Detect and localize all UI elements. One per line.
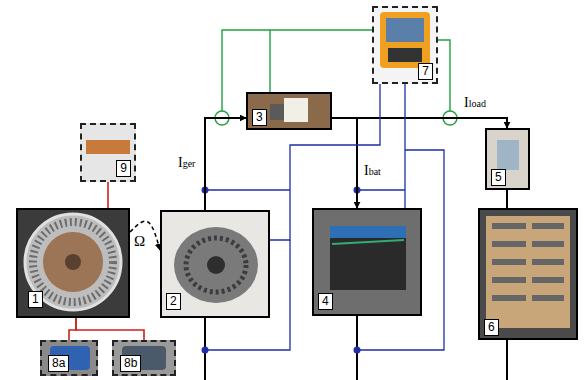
callout-number: 8a xyxy=(48,355,69,372)
turbine-blades xyxy=(33,222,113,302)
photo-panel: 9 xyxy=(80,123,136,182)
photo-panel: 5 xyxy=(485,128,530,190)
battery-cable xyxy=(332,240,404,244)
callout-number: 7 xyxy=(418,63,433,80)
connector xyxy=(332,118,507,128)
photo-panel: 3 xyxy=(246,92,332,130)
resistor-board xyxy=(486,216,570,328)
resistor-bank-photo xyxy=(478,208,578,340)
photo-ground xyxy=(246,92,332,130)
callout-number: 5 xyxy=(491,169,506,186)
connector xyxy=(270,84,380,240)
resistor-bar xyxy=(532,259,564,265)
resistor-bar xyxy=(532,223,564,229)
current-clamps xyxy=(215,30,457,125)
photo-ground xyxy=(80,123,136,182)
resistor-bar xyxy=(532,277,564,283)
probe-dot xyxy=(202,347,209,354)
photo-ground xyxy=(372,6,438,84)
resistor-bar xyxy=(492,223,526,229)
probe-wire xyxy=(357,150,444,350)
current-label: Iger xyxy=(176,156,197,171)
current-label: Ω xyxy=(132,234,147,248)
controller-terminals xyxy=(86,140,130,154)
connector xyxy=(270,30,372,92)
meter-keys xyxy=(388,48,422,62)
photo-panel: 8a xyxy=(40,340,98,376)
callout-number: 3 xyxy=(252,109,267,126)
photo-panel: 7 xyxy=(372,6,438,84)
photo-ground xyxy=(112,340,176,376)
callout-number: 8b xyxy=(120,355,141,372)
turbine-center xyxy=(65,254,81,270)
power-wires xyxy=(205,316,507,380)
photo-panel: 1 xyxy=(16,208,130,318)
connector xyxy=(76,318,144,340)
meter-screen xyxy=(386,18,424,42)
callout-number: 4 xyxy=(318,293,333,310)
photo-panel: 2 xyxy=(160,210,270,318)
device-box xyxy=(284,98,308,122)
sensor-body xyxy=(497,140,519,170)
probe-dot xyxy=(354,347,361,354)
connector xyxy=(130,221,160,250)
photo-panel: 6 xyxy=(478,208,578,340)
device-part xyxy=(270,104,284,120)
turbine-hub xyxy=(43,232,103,292)
alternator-photo xyxy=(160,210,270,318)
connector xyxy=(205,118,246,210)
current-label: Ibat xyxy=(362,164,383,179)
meter-case xyxy=(380,12,430,68)
callout-number: 6 xyxy=(484,319,499,336)
clamp-wire xyxy=(438,40,450,111)
connector xyxy=(506,190,508,208)
connector xyxy=(69,318,76,340)
resistor-bar xyxy=(492,277,526,283)
probe-wire xyxy=(205,189,290,190)
probe-wire xyxy=(205,240,290,350)
connector xyxy=(332,118,357,208)
photo-ground xyxy=(40,340,98,376)
motor-photo xyxy=(40,340,98,376)
photo-ground xyxy=(485,128,530,190)
photo-ground xyxy=(160,210,270,318)
turbine-ring xyxy=(25,214,121,310)
sensor-photo xyxy=(485,128,530,190)
photo-ground xyxy=(312,208,422,316)
connector xyxy=(404,84,405,208)
photo-panel: 4 xyxy=(312,208,422,316)
callout-number: 2 xyxy=(166,293,181,310)
callout-number: 9 xyxy=(116,160,131,177)
callout-number: 1 xyxy=(28,291,43,308)
resistor-bar xyxy=(492,241,526,247)
photo-ground xyxy=(16,208,130,318)
battery-body xyxy=(330,232,406,290)
battery-top xyxy=(330,226,406,238)
wire xyxy=(506,340,508,380)
current-label: Iload xyxy=(462,96,488,111)
probe-wire xyxy=(357,189,405,190)
controller-photo xyxy=(80,123,136,182)
bench-photo xyxy=(246,92,332,130)
resistor-bar xyxy=(492,295,526,301)
battery-photo xyxy=(312,208,422,316)
resistor-bar xyxy=(492,259,526,265)
resistor-bar xyxy=(532,295,564,301)
turbine-photo xyxy=(16,208,130,318)
alternator-body xyxy=(174,227,258,303)
connector xyxy=(107,182,109,208)
resistor-bars xyxy=(492,226,564,298)
motor-photo xyxy=(112,340,176,376)
photo-ground xyxy=(478,208,578,340)
alternator-shaft xyxy=(207,256,225,274)
photo-panel: 8b xyxy=(112,340,176,376)
voltage-probes xyxy=(205,150,444,350)
resistor-bar xyxy=(532,241,564,247)
alternator-vents xyxy=(186,238,246,292)
meter-photo xyxy=(372,6,438,84)
